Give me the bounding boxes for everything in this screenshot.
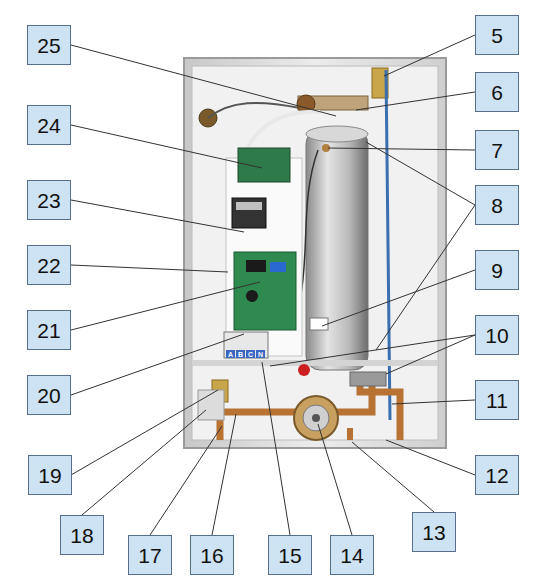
callout-number: 10: [485, 325, 508, 346]
leader-line: [150, 426, 222, 535]
callout-number: 25: [37, 35, 60, 56]
pump-capacitor: [298, 364, 310, 376]
callout-box: 16: [190, 535, 234, 575]
shelf: [192, 360, 438, 366]
callout-number: 7: [491, 140, 503, 161]
wire: [300, 150, 318, 300]
callout-number: 8: [491, 195, 503, 216]
callout-number: 9: [491, 260, 503, 281]
leader-line: [262, 362, 290, 535]
blue-tube: [386, 70, 390, 420]
leader-line: [366, 142, 475, 205]
callout-box: 11: [475, 380, 519, 420]
callout-box: 9: [475, 250, 519, 290]
callout-number: 11: [486, 390, 508, 411]
chip: [246, 260, 266, 272]
leader-line: [71, 334, 244, 395]
callout-number: 5: [491, 25, 503, 46]
control-board: [234, 252, 296, 330]
callout-box: 20: [27, 375, 71, 415]
terminal: [236, 350, 245, 358]
pump-shaft: [312, 414, 320, 422]
pump: [294, 396, 338, 440]
cabinet: [184, 58, 446, 448]
leader-line: [322, 270, 475, 326]
terminal-label: C: [248, 351, 253, 358]
leader-line: [376, 205, 475, 350]
callout-box: 15: [268, 535, 312, 575]
leader-line: [71, 125, 262, 168]
leader-line: [386, 335, 475, 374]
leader-line: [328, 148, 475, 150]
terminal: [246, 350, 255, 358]
sensor-clip: [310, 318, 328, 330]
terminal: [256, 350, 265, 358]
callout-number: 6: [491, 82, 503, 103]
callout-number: 24: [37, 115, 60, 136]
leader-line: [384, 35, 475, 76]
leader-line: [392, 400, 475, 404]
contactor: [232, 198, 266, 228]
leader-line: [270, 335, 475, 366]
callout-box: 7: [475, 130, 519, 170]
copper-pipe: [347, 428, 353, 440]
callout-number: 14: [340, 545, 363, 566]
capacitor: [246, 290, 258, 302]
leader-line: [82, 410, 206, 515]
leader-line: [71, 282, 260, 330]
terminal-label: A: [228, 351, 233, 358]
callout-box: 12: [475, 455, 519, 495]
callout-number: 23: [37, 190, 60, 211]
callout-box: 21: [27, 310, 71, 350]
leader-line: [318, 424, 352, 535]
callout-box: 8: [475, 185, 519, 225]
terminal-label: B: [238, 351, 243, 358]
callout-box: 18: [60, 515, 104, 555]
leader-line: [71, 45, 336, 116]
relay-board: [238, 148, 290, 182]
leader-line: [71, 265, 228, 272]
callout-number: 17: [138, 545, 161, 566]
callout-box: 23: [27, 180, 71, 220]
callout-number: 21: [37, 320, 60, 341]
terminal-label: N: [258, 351, 263, 358]
callout-number: 22: [37, 255, 60, 276]
pump-head: [303, 405, 329, 431]
tank-outlet: [350, 372, 386, 386]
callout-box: 10: [475, 315, 519, 355]
callout-box: 5: [475, 15, 519, 55]
leader-line: [356, 92, 475, 110]
callout-number: 12: [485, 465, 508, 486]
leader-line: [352, 442, 434, 512]
relay: [270, 262, 286, 272]
cabinet-inner: [192, 66, 438, 440]
callout-number: 13: [422, 522, 445, 543]
leader-line: [212, 414, 236, 535]
callout-number: 20: [37, 385, 60, 406]
callout-box: 17: [128, 535, 172, 575]
callout-box: 14: [330, 535, 374, 575]
heating-tank: [306, 130, 368, 370]
leader-line: [386, 440, 475, 475]
callout-number: 15: [278, 545, 301, 566]
tank-top: [306, 126, 368, 142]
callout-box: 13: [412, 512, 456, 552]
terminal: [226, 350, 235, 358]
leader-lines: [71, 35, 475, 535]
callout-number: 19: [38, 465, 61, 486]
terminal-block: [224, 332, 268, 358]
leader-line: [71, 200, 244, 232]
callout-box: 25: [27, 25, 71, 65]
control-panel: [226, 158, 302, 356]
callout-box: 24: [27, 105, 71, 145]
contactor-terminals: [236, 202, 262, 210]
callout-number: 18: [70, 525, 93, 546]
callout-box: 22: [27, 245, 71, 285]
callout-number: 16: [200, 545, 223, 566]
callout-box: 6: [475, 72, 519, 112]
callout-box: 19: [28, 455, 72, 495]
